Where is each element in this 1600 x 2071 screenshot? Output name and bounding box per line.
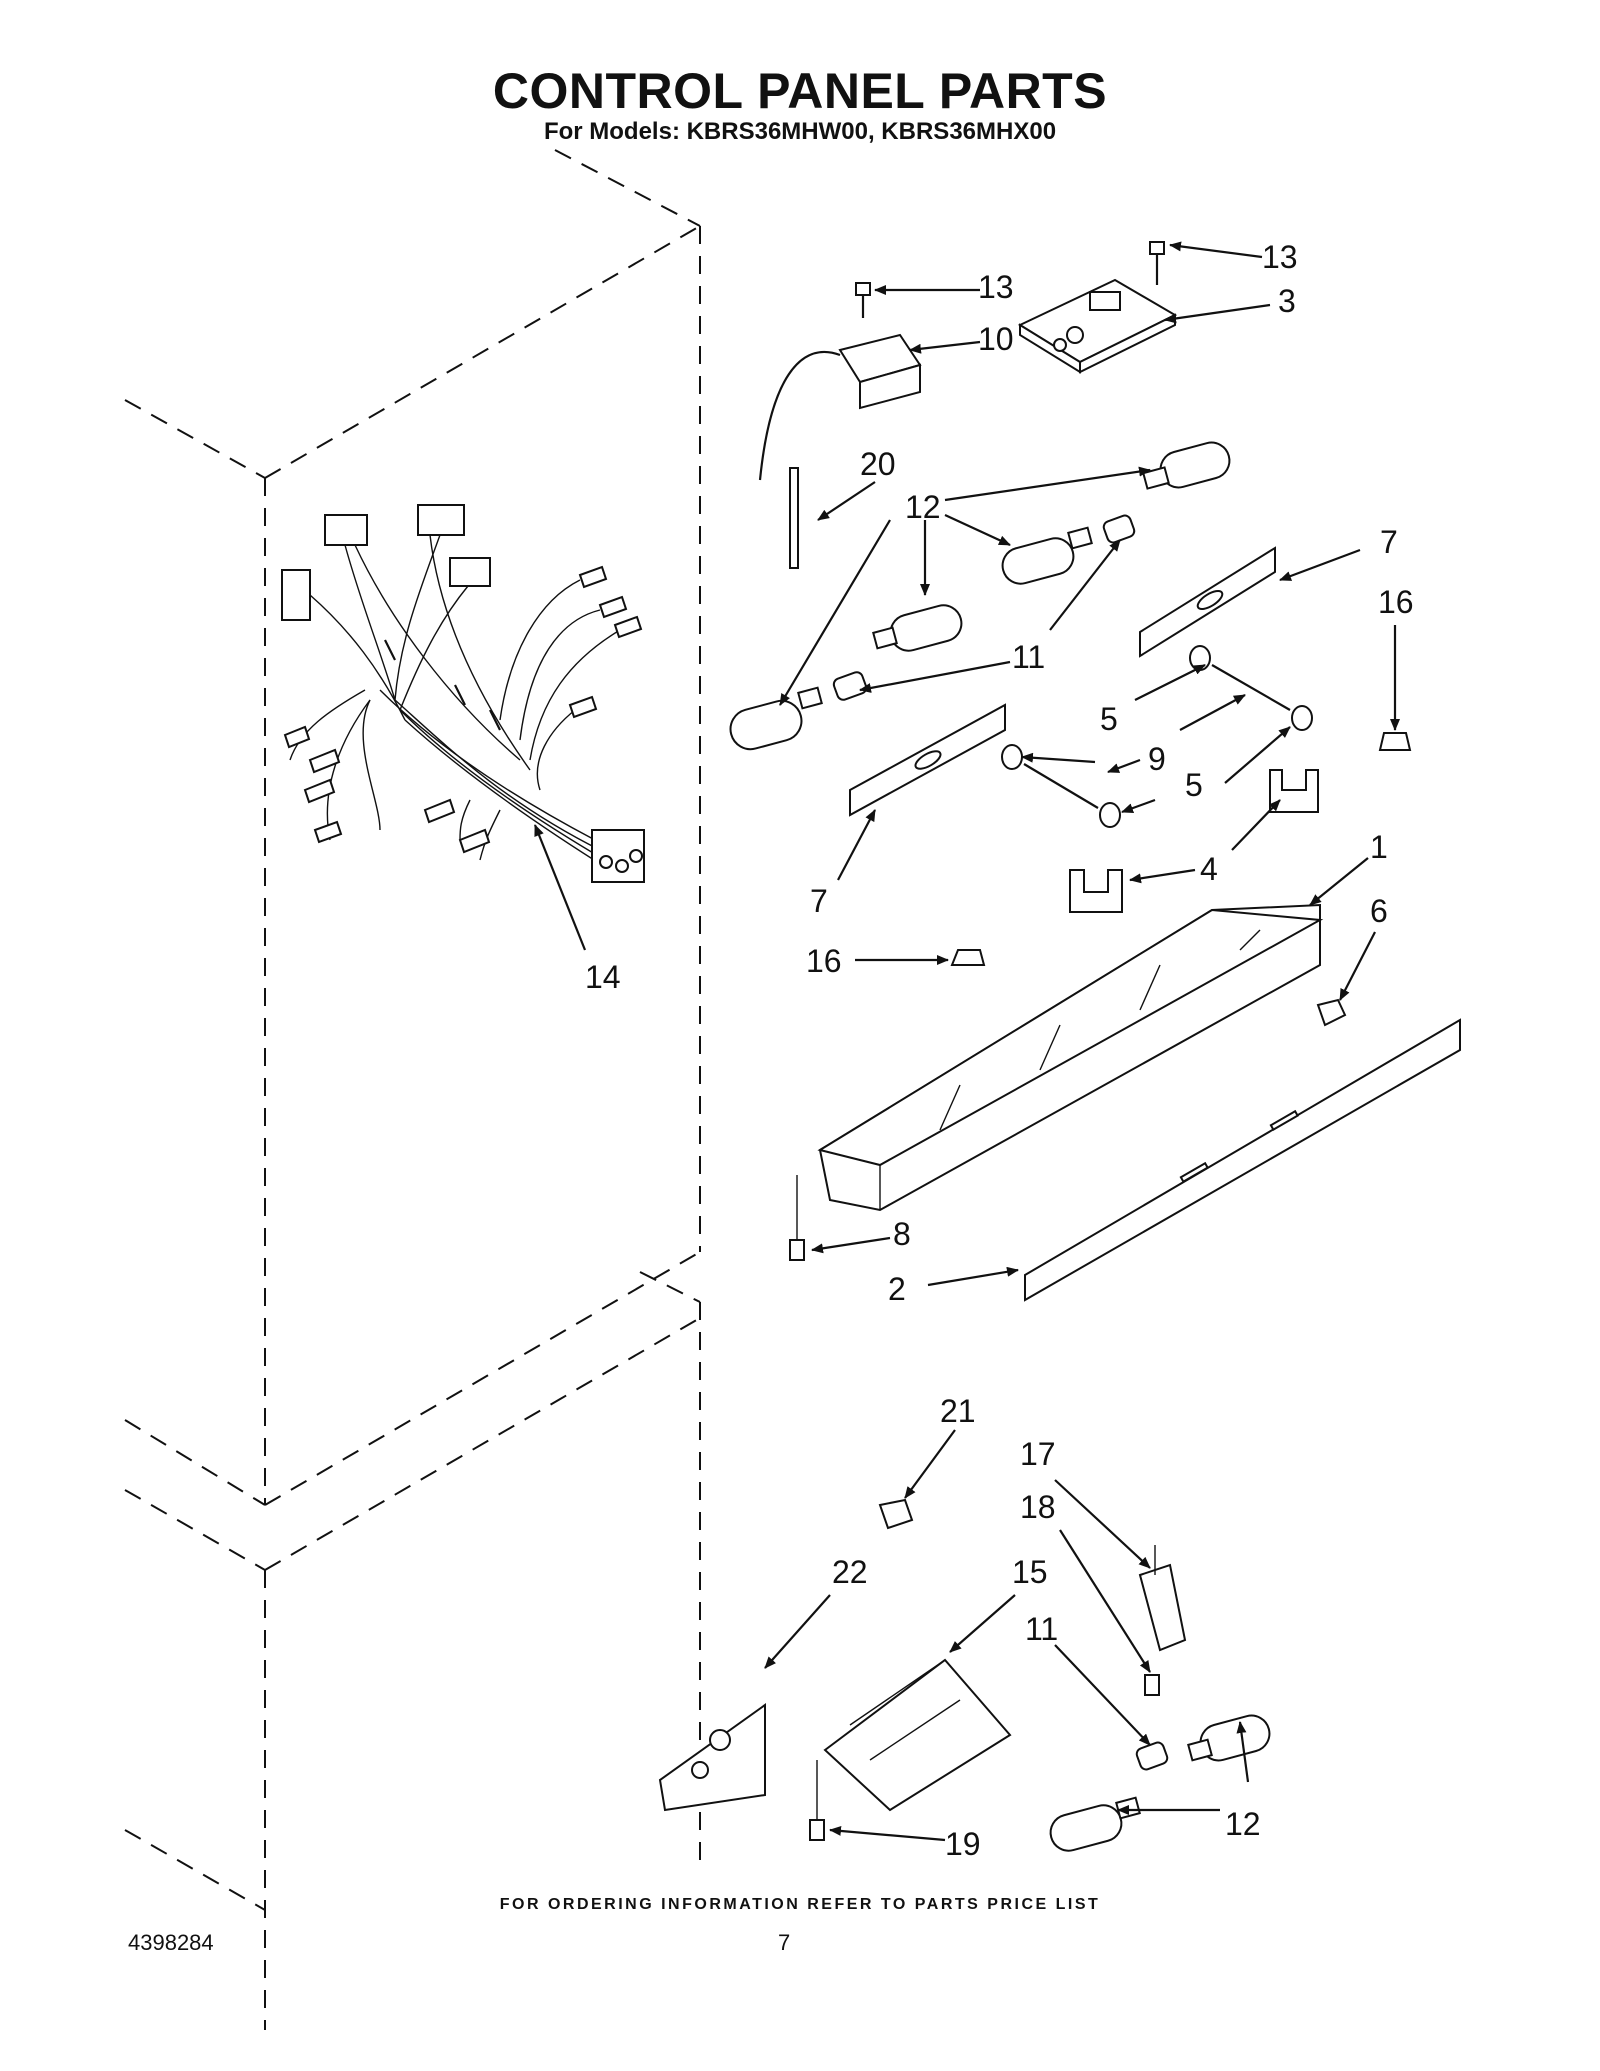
callout-17: 17 <box>1020 1436 1056 1472</box>
callout-7: 7 <box>810 883 828 919</box>
bracket <box>1069 869 1123 913</box>
callout-16: 16 <box>806 943 842 979</box>
bulb <box>1142 441 1231 490</box>
callout-12: 12 <box>1225 1806 1261 1842</box>
callout-9: 9 <box>1148 741 1166 777</box>
control-housing <box>817 903 1324 1212</box>
callout-6: 6 <box>1370 893 1388 929</box>
screw <box>1144 1674 1160 1696</box>
callout-18: 18 <box>1020 1489 1056 1525</box>
retainer <box>1316 998 1347 1027</box>
cover <box>658 1703 766 1812</box>
wire-harness <box>281 504 645 883</box>
callout-19: 19 <box>945 1826 981 1862</box>
callout-4: 4 <box>1200 851 1218 887</box>
screw <box>809 1760 825 1841</box>
light-rod <box>1023 763 1099 809</box>
callout-14: 14 <box>585 959 621 995</box>
ordering-note: FOR ORDERING INFORMATION REFER TO PARTS … <box>499 1896 1101 1913</box>
callout-11: 11 <box>1012 639 1045 675</box>
control-panel-overlay <box>1024 1018 1461 1302</box>
model-subtitle: For Models: KBRS36MHW00, KBRS36MHX00 <box>543 118 1057 145</box>
callout-3: 3 <box>1278 283 1296 319</box>
callout-21: 21 <box>940 1393 976 1429</box>
control-board <box>1017 278 1178 374</box>
callout-13: 13 <box>1262 239 1298 275</box>
clip <box>950 949 986 966</box>
bulb <box>1049 1796 1141 1852</box>
lens-strip <box>849 703 1006 817</box>
callout-2: 2 <box>888 1271 906 1307</box>
lens-cap <box>1291 705 1313 731</box>
callout-labels: 13 13 3 10 20 12 7 16 11 5 9 5 7 4 1 6 1… <box>585 239 1414 1862</box>
callout-8: 8 <box>893 1216 911 1252</box>
socket <box>1135 1741 1169 1771</box>
callout-13: 13 <box>978 269 1014 305</box>
callout-7: 7 <box>1380 524 1398 560</box>
tube <box>789 467 799 569</box>
lens-cap <box>1099 802 1121 828</box>
leader-lines <box>533 241 1400 1842</box>
callout-15: 15 <box>1012 1554 1048 1590</box>
callout-1: 1 <box>1370 829 1388 865</box>
bulb <box>1001 526 1093 585</box>
retainer-lower <box>878 1498 914 1530</box>
bracket <box>1269 769 1319 813</box>
lower-bracket <box>1138 1545 1187 1652</box>
lens-strip <box>1139 546 1276 658</box>
page-number: 7 <box>778 1930 791 1955</box>
lens-cap <box>1001 744 1023 770</box>
callout-20: 20 <box>860 446 896 482</box>
callout-11: 11 <box>1025 1611 1058 1647</box>
light-shield <box>823 1658 1012 1812</box>
callout-22: 22 <box>832 1554 868 1590</box>
callout-5: 5 <box>1100 701 1118 737</box>
light-rod <box>1211 664 1291 711</box>
socket <box>832 671 868 701</box>
callout-5: 5 <box>1185 767 1203 803</box>
document-number: 4398284 <box>128 1930 214 1955</box>
callout-16: 16 <box>1378 584 1414 620</box>
callout-12: 12 <box>905 489 941 525</box>
screw <box>789 1175 805 1261</box>
clip <box>1378 732 1412 751</box>
socket <box>1102 514 1136 544</box>
thermostat <box>758 333 922 481</box>
page-title: CONTROL PANEL PARTS <box>492 63 1108 119</box>
bulb <box>1187 1714 1271 1762</box>
callout-10: 10 <box>978 321 1014 357</box>
screw-top-left <box>855 282 871 318</box>
cabinet-outline <box>124 149 701 2030</box>
screw-top-right <box>1149 241 1165 285</box>
bulb <box>729 686 823 751</box>
bulb <box>872 604 963 652</box>
